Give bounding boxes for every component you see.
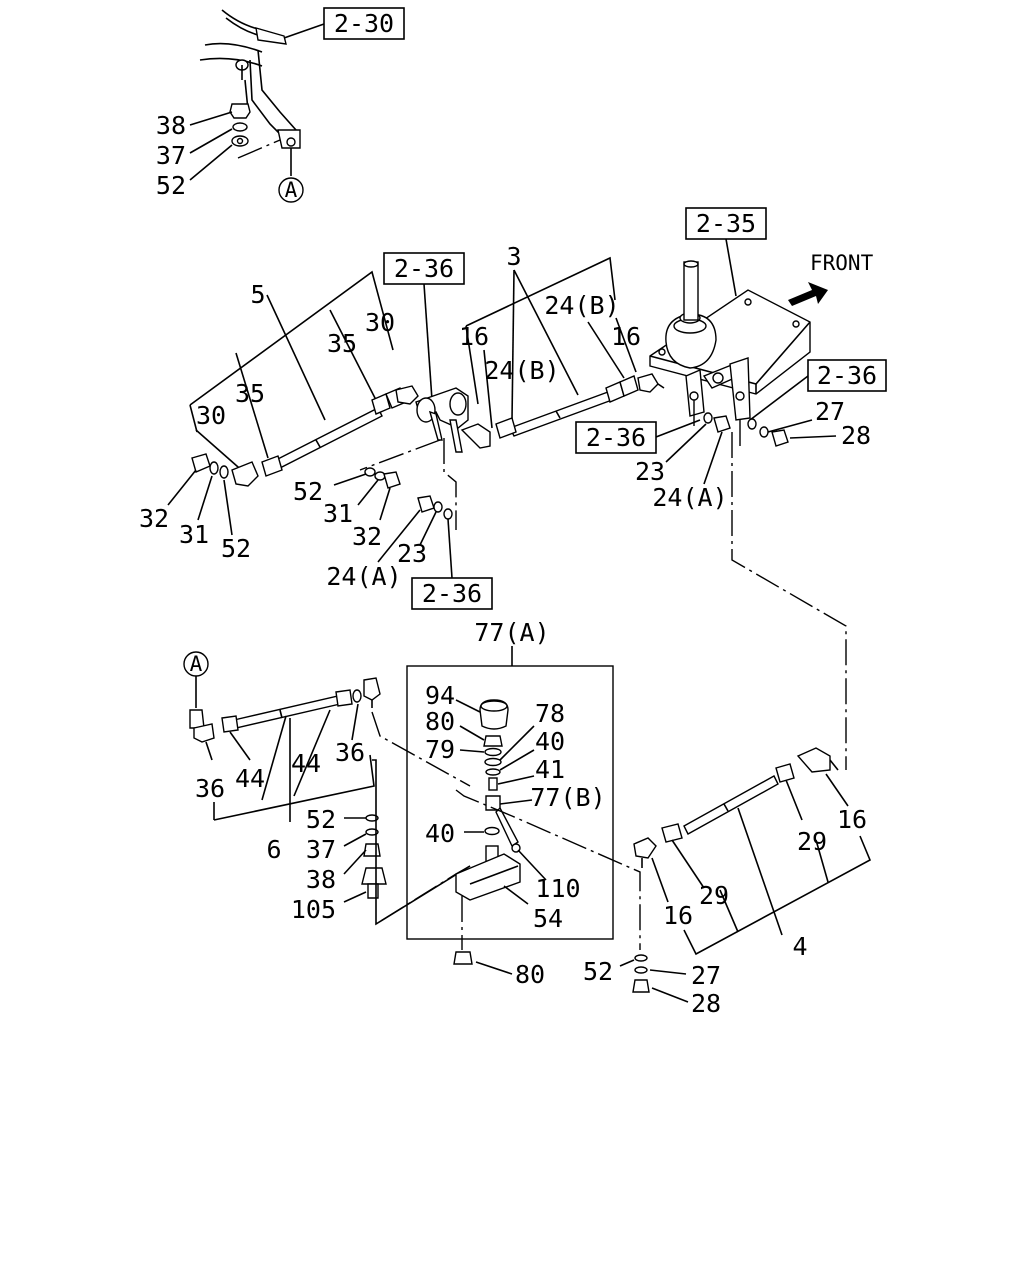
label-16-c: 16 <box>663 901 693 930</box>
label-24b-a: 24(B) <box>544 291 619 320</box>
label-32-b: 32 <box>352 522 382 551</box>
label-31-b: 31 <box>323 499 353 528</box>
label-37-top: 37 <box>156 141 186 170</box>
label-52-top: 52 <box>156 171 186 200</box>
label-52-b: 52 <box>293 477 323 506</box>
label-3: 3 <box>506 242 521 271</box>
group-77a-frame <box>406 665 614 940</box>
label-27-a: 27 <box>815 397 845 426</box>
label-44-b: 44 <box>291 749 321 778</box>
label-52-c: 52 <box>306 805 336 834</box>
label-27-b: 27 <box>691 961 721 990</box>
rod-6-assembly: A 36 44 44 36 6 <box>183 651 471 926</box>
marker-a-top-text: A <box>285 178 298 202</box>
label-24a-b: 24(A) <box>652 483 727 512</box>
marker-circle-a-top <box>278 177 304 203</box>
label-16-d: 16 <box>837 805 867 834</box>
ref-2-35: 2-35 <box>696 209 756 238</box>
shift-lever-housing: 2-35 FRONT 2-36 <box>575 207 887 770</box>
label-38-c: 38 <box>306 865 336 894</box>
label-77a: 77(A) <box>474 618 549 647</box>
ref-box-2-30 <box>323 7 405 40</box>
label-16-b: 16 <box>611 322 641 351</box>
label-52-d: 52 <box>583 957 613 986</box>
label-4: 4 <box>792 932 807 961</box>
label-77b: 77(B) <box>530 783 605 812</box>
label-16-a: 16 <box>459 322 489 351</box>
ref-2-36-c: 2-36 <box>817 361 877 390</box>
label-78: 78 <box>535 699 565 728</box>
label-94: 94 <box>425 681 455 710</box>
rod-5-assembly: 5 35 30 35 30 32 31 52 <box>139 270 419 563</box>
label-29-a: 29 <box>699 881 729 910</box>
label-30-a: 30 <box>365 308 395 337</box>
label-23-a: 23 <box>397 539 427 568</box>
label-5: 5 <box>250 280 265 309</box>
label-31-a: 31 <box>179 520 209 549</box>
ref-2-36-d: 2-36 <box>586 423 646 452</box>
label-24b-b: 24(B) <box>484 356 559 385</box>
label-23-b: 23 <box>635 457 665 486</box>
front-label: FRONT <box>810 251 874 275</box>
label-80-a: 80 <box>425 707 455 736</box>
label-6: 6 <box>266 835 281 864</box>
label-38-top: 38 <box>156 111 186 140</box>
ref-2-36-b: 2-36 <box>422 579 482 608</box>
label-79: 79 <box>425 735 455 764</box>
label-28-a: 28 <box>841 421 871 450</box>
ref-box-2-36-d <box>575 421 657 454</box>
ref-box-2-36-a <box>383 252 465 285</box>
group-77a-box: 77(A) 94 <box>375 618 641 989</box>
label-35-b: 35 <box>235 379 265 408</box>
label-24a-a: 24(A) <box>326 562 401 591</box>
label-54: 54 <box>533 904 563 933</box>
ref-box-2-36-b <box>411 577 493 610</box>
front-arrow-icon <box>788 282 828 306</box>
label-110: 110 <box>535 874 580 903</box>
label-36-b: 36 <box>335 738 365 767</box>
rod-3-assembly: 3 24(B) 16 24(B) 16 <box>459 242 665 449</box>
label-36-a: 36 <box>195 774 225 803</box>
label-52-a: 52 <box>221 534 251 563</box>
label-40-a: 40 <box>535 727 565 756</box>
label-44-a: 44 <box>235 764 265 793</box>
label-32-a: 32 <box>139 504 169 533</box>
label-30-b: 30 <box>196 401 226 430</box>
label-41: 41 <box>535 755 565 784</box>
label-28-b: 28 <box>691 989 721 1018</box>
ref-box-2-35 <box>685 207 767 240</box>
label-29-b: 29 <box>797 827 827 856</box>
lever-bracket-assembly: A 2-30 38 37 52 <box>156 7 405 203</box>
label-105: 105 <box>291 895 336 924</box>
ref-box-2-36-c <box>807 359 887 392</box>
label-35-a: 35 <box>327 329 357 358</box>
label-80-b: 80 <box>515 960 545 989</box>
label-40-b: 40 <box>425 819 455 848</box>
ref-2-36-a: 2-36 <box>394 254 454 283</box>
marker-a-bottom-text: A <box>190 652 203 676</box>
rod-4-assembly: 16 29 29 16 4 52 27 28 <box>583 747 872 1018</box>
label-37-c: 37 <box>306 835 336 864</box>
ref-2-30: 2-30 <box>334 9 394 38</box>
bell-crank-assembly: 2-36 52 31 32 24(A) 23 2-36 <box>293 252 493 610</box>
